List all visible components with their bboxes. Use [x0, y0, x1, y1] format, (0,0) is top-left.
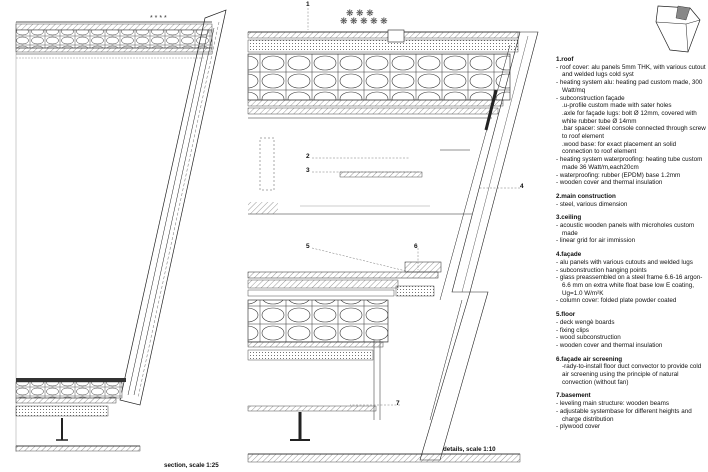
legend-item: adjustable systembase for different heig…	[556, 408, 706, 423]
legend-item: .bar spacer: steel console connected thr…	[562, 125, 706, 141]
legend-item: wooden cover and thermal insulation	[556, 342, 706, 350]
callout-5: 5	[306, 243, 310, 250]
legend-item: heating system waterproofing: heating tu…	[556, 156, 706, 171]
svg-text:❋ ❋ ❋ ❋ ❋: ❋ ❋ ❋ ❋ ❋	[340, 16, 388, 26]
legend-panel: 1.roofroof cover: alu panels 5mm THK, wi…	[556, 56, 706, 437]
callout-leaders	[307, 8, 520, 406]
section-caption: section, scale 1:25	[164, 462, 219, 469]
legend-item: roof cover: alu panels 5mm THK, with var…	[556, 64, 706, 79]
legend-item: heating system alu: heating pad custom m…	[556, 79, 706, 94]
callout-2: 2	[306, 153, 310, 160]
legend-item: acoustic wooden panels with microholes c…	[556, 222, 706, 237]
legend-item: .u-profile custom made with sater holes	[562, 102, 672, 110]
legend-section: 7.basementleveling main structure: woode…	[556, 392, 706, 431]
legend-item: linear grid for air immission	[556, 237, 706, 245]
legend-item: subconstruction façade	[556, 95, 706, 103]
legend-item: leveling main structure: wooden beams	[556, 400, 706, 408]
legend-section-title: 7.basement	[556, 392, 591, 400]
legend-item: waterproofing: rubber (EPDM) base 1.2mm	[556, 172, 706, 180]
legend-item: wood subconstruction	[556, 334, 706, 342]
legend-item: glass preassembled on a steel frame 6.6-…	[556, 274, 706, 297]
legend-section-title: 3.ceiling	[556, 214, 582, 222]
legend-item: -rady-to-install floor duct convector to…	[562, 363, 702, 386]
floor-detail	[247, 261, 521, 463]
legend-section-title: 1.roof	[556, 56, 574, 63]
legend-item: fixing clips	[556, 327, 706, 335]
callout-4: 4	[520, 183, 524, 190]
svg-text:❋ ❋ ❋: ❋ ❋ ❋	[346, 8, 374, 18]
legend-item: alu panels with various cutouts and weld…	[556, 259, 706, 267]
legend-section: 1.roofroof cover: alu panels 5mm THK, wi…	[556, 56, 706, 187]
legend-section-title: 4.façade	[556, 251, 582, 259]
legend-item: steel, various dimension	[556, 201, 706, 209]
legend-item: column cover: folded plate powder coated	[556, 297, 706, 305]
legend-section: 2.main constructionsteel, various dimens…	[556, 193, 706, 208]
callout-3: 3	[306, 167, 310, 174]
legend-section: 3.ceilingacoustic wooden panels with mic…	[556, 214, 706, 245]
details-caption: details, scale 1:10	[443, 446, 496, 453]
legend-section-title: 5.floor	[556, 311, 576, 319]
legend-section-title: 6.façade air screening	[556, 355, 623, 363]
callout-7: 7	[396, 400, 400, 407]
section-drawing: * * * *	[15, 9, 227, 452]
legend-item: plywood cover	[556, 423, 706, 431]
legend-item: deck wengè boards	[556, 319, 706, 327]
legend-item: .wood base: for exact placement an solid…	[562, 140, 677, 156]
callout-1: 1	[306, 1, 310, 8]
legend-item: subconstruction hanging points	[556, 267, 706, 275]
legend-section: 6.façade air screening-rady-to-install f…	[556, 356, 706, 387]
legend-item: wooden cover and thermal insulation	[556, 179, 706, 187]
legend-section: 4.façadealu panels with various cutouts …	[556, 251, 706, 305]
legend-item: .axle for façade lugs: bolt Ø 12mm, cove…	[562, 109, 697, 125]
legend-section-title: 2.main construction	[556, 192, 616, 200]
svg-text:* * * *: * * * *	[150, 15, 167, 22]
legend-section: 5.floordeck wengè boardsfixing clipswood…	[556, 311, 706, 350]
roof-detail: ❋ ❋ ❋ ❋ ❋ ❋ ❋ ❋	[247, 8, 539, 301]
callout-6: 6	[414, 243, 418, 250]
thumbnail-icon	[655, 5, 701, 53]
